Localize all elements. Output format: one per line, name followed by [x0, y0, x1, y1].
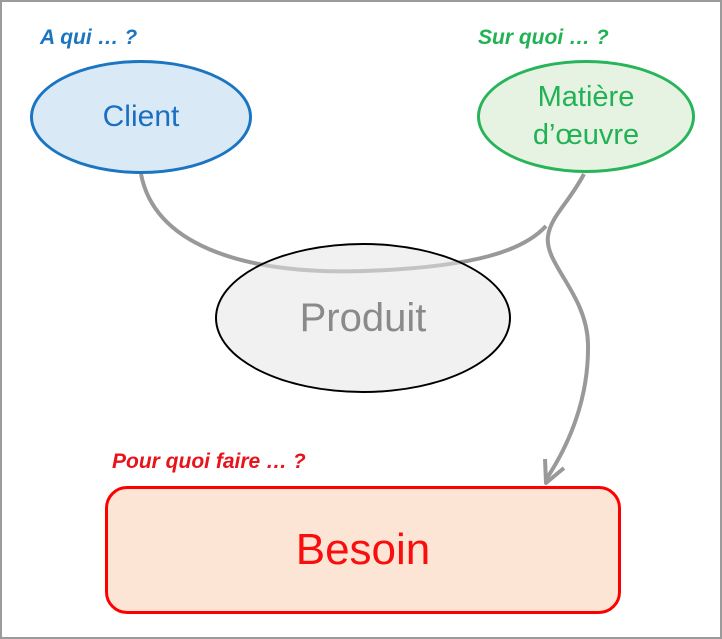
node-matiere-label: Matière d’œuvre	[532, 80, 640, 151]
connector-matiere-to-besoin	[545, 173, 591, 480]
node-client-label: Client	[102, 100, 180, 133]
node-client: Client	[30, 60, 252, 174]
node-matiere: Matière d’œuvre	[477, 60, 695, 173]
node-besoin-label: Besoin	[295, 525, 431, 574]
node-besoin: Besoin	[105, 486, 621, 614]
question-client: A qui … ?	[40, 26, 138, 49]
question-besoin: Pour quoi faire … ?	[112, 450, 306, 473]
arrowhead-icon	[543, 458, 566, 485]
node-produit: Produit	[215, 243, 511, 393]
question-matiere: Sur quoi … ?	[478, 26, 609, 49]
node-produit-label: Produit	[299, 295, 427, 340]
